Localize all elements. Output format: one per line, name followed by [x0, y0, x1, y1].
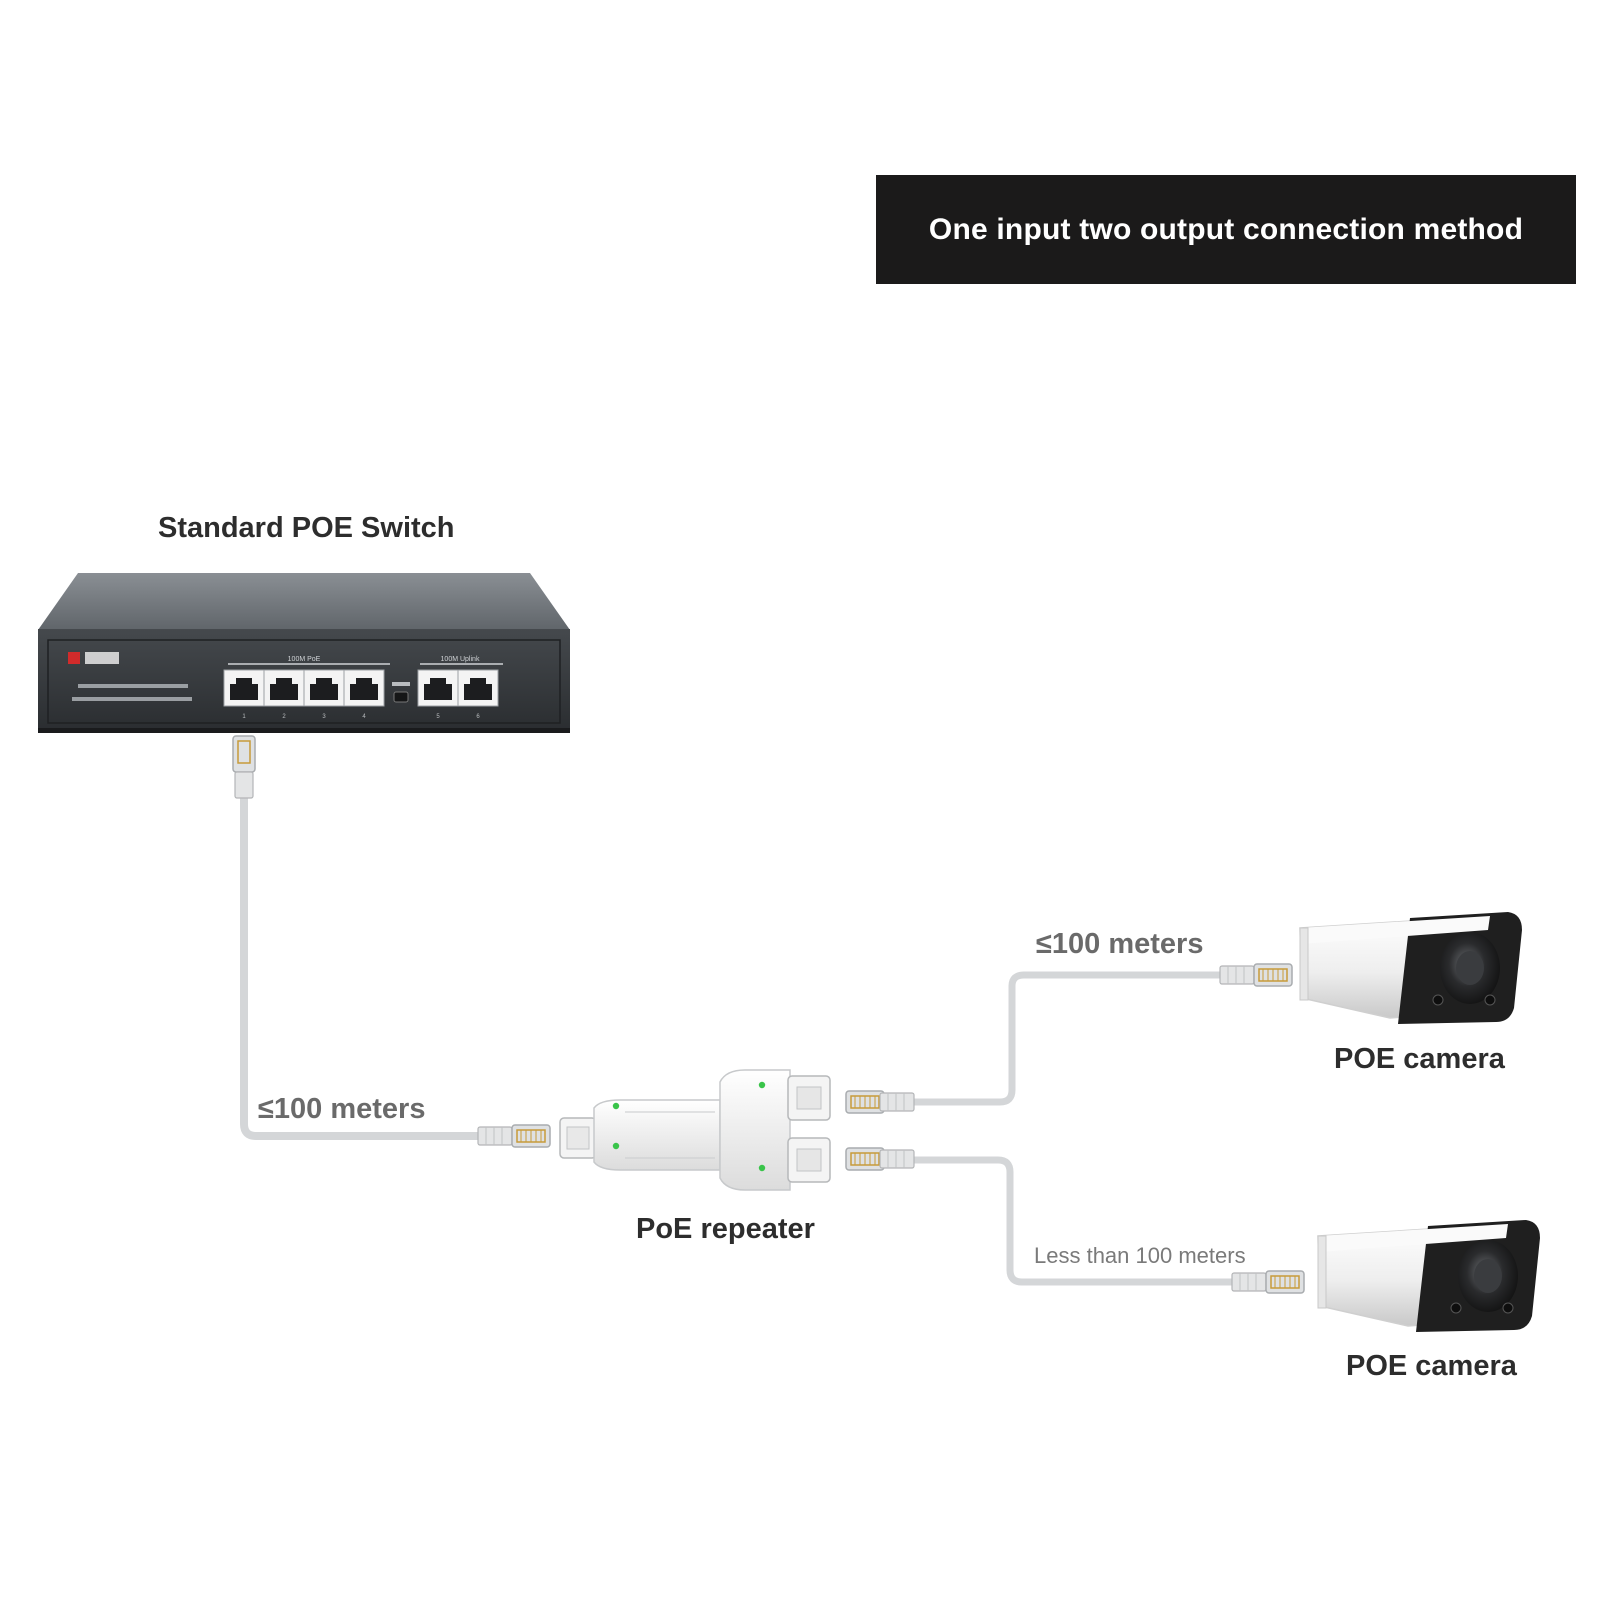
switch-label: Standard POE Switch: [158, 512, 455, 544]
title-banner: One input two output connection method: [876, 175, 1576, 284]
cable-repeater-to-camera-1: [901, 971, 1228, 1106]
rj45-plug-camera-2: [1231, 1270, 1305, 1294]
rj45-plug-camera-1: [1219, 963, 1293, 987]
switch-port-2: [263, 669, 305, 707]
distance-label-camera-1: ≤100 meters: [1036, 928, 1204, 960]
port-number-6: 6: [476, 714, 480, 720]
extend-switch-label: [392, 682, 410, 686]
rj45-plug-switch-vertical: [232, 735, 256, 799]
poe-camera-1: [1299, 912, 1522, 1024]
camera-1-label: POE camera: [1334, 1043, 1505, 1075]
switch-port-4: [343, 669, 385, 707]
port-number-4: 4: [362, 714, 366, 720]
repeater-led-4: [758, 1164, 766, 1172]
extend-switch: [393, 691, 409, 703]
poe-camera-2: [1317, 1220, 1540, 1332]
switch-port-6: [457, 669, 499, 707]
brand-logo: [68, 652, 80, 664]
camera-2-label: POE camera: [1346, 1350, 1517, 1382]
port-number-3: 3: [322, 714, 326, 720]
switch-port-3: [303, 669, 345, 707]
switch-port-5: [417, 669, 459, 707]
poe-repeater: [559, 1069, 831, 1191]
port-number-5: 5: [436, 714, 440, 720]
banner-title: One input two output connection method: [928, 212, 1524, 246]
repeater-led-3: [758, 1081, 766, 1089]
rj45-plug-switch: [233, 739, 255, 761]
repeater-led-1: [612, 1102, 620, 1110]
port-number-1: 1: [242, 714, 246, 720]
port-number-2: 2: [282, 714, 286, 720]
distance-label-camera-2: Less than 100 meters: [1034, 1243, 1246, 1268]
switch-uplink-group-label: 100M Uplink: [441, 656, 480, 663]
repeater-label: PoE repeater: [636, 1213, 815, 1245]
rj45-plug-repeater-output-2: [845, 1147, 915, 1171]
rj45-plug-repeater-output-1: [845, 1090, 915, 1114]
cable-switch-to-repeater: [240, 786, 489, 1140]
poe-switch: 100M PoE 100M Uplink: [38, 573, 570, 733]
rj45-plug-repeater-input: [477, 1124, 551, 1148]
repeater-led-2: [612, 1142, 620, 1150]
switch-poe-group-label: 100M PoE: [288, 656, 321, 663]
distance-label-switch-repeater: ≤100 meters: [258, 1093, 426, 1125]
switch-port-1: [223, 669, 265, 707]
